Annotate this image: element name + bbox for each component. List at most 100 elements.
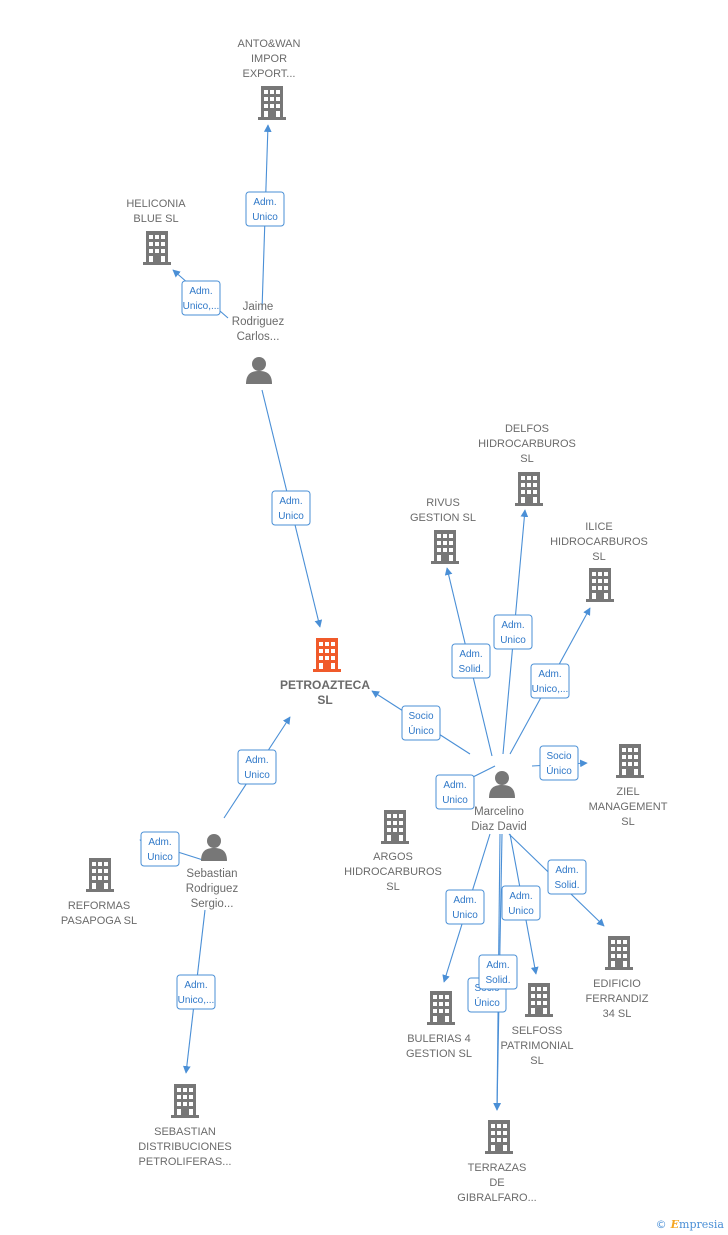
node-label: ARGOS <box>373 851 413 863</box>
edge-label[interactable]: Adm.Unico,... <box>530 663 570 699</box>
edge-label-box[interactable] <box>181 280 221 316</box>
node-label: Sebastian <box>186 868 237 880</box>
edge-label-text: Adm. <box>189 286 212 297</box>
edge-label-text: Socio <box>408 711 433 722</box>
edge-label-box[interactable] <box>401 705 441 741</box>
edge-label-text: Adm. <box>486 960 509 971</box>
edge-label-box[interactable] <box>435 774 475 810</box>
node-label: GESTION SL <box>406 1048 472 1060</box>
edge-label-box[interactable] <box>176 974 216 1010</box>
edge-label-box[interactable] <box>501 885 541 921</box>
building-icon[interactable] <box>515 472 543 506</box>
edge-label[interactable]: Adm.Solid. <box>478 954 518 990</box>
edge-label[interactable]: Adm.Unico <box>140 831 180 867</box>
building-icon[interactable] <box>427 991 455 1025</box>
edge-label-text: Solid. <box>458 664 483 675</box>
building-icon[interactable] <box>605 936 633 970</box>
building-icon[interactable] <box>525 983 553 1017</box>
edge-label[interactable]: Adm. Solid. <box>547 859 587 895</box>
edge-label-text: Unico,... <box>178 995 215 1006</box>
node-label: MANAGEMENT <box>589 801 668 813</box>
building-icon[interactable] <box>586 568 614 602</box>
node-antowan[interactable]: ANTO&WANIMPOREXPORT... <box>238 38 301 120</box>
edge-label-box[interactable] <box>530 663 570 699</box>
edge-label[interactable]: Adm.Unico,... <box>181 280 221 316</box>
node-label: ANTO&WAN <box>238 38 301 50</box>
building-icon[interactable] <box>258 86 286 120</box>
building-icon[interactable] <box>485 1120 513 1154</box>
edge-label-box[interactable] <box>547 859 587 895</box>
node-label: PATRIMONIAL <box>501 1040 574 1052</box>
edge-label-box[interactable] <box>445 889 485 925</box>
node-label: SL <box>530 1055 543 1067</box>
edge-label-text: Adm. <box>253 197 276 208</box>
edge-label-text: Unico <box>442 795 468 806</box>
node-label: REFORMAS <box>68 900 130 912</box>
edge-label-box[interactable] <box>493 614 533 650</box>
node-terrazas[interactable]: TERRAZASDEGIBRALFARO... <box>457 1120 537 1204</box>
node-sebastian[interactable]: SebastianRodriguezSergio... <box>186 834 239 910</box>
node-bulerias[interactable]: BULERIAS 4 GESTION SL <box>406 991 472 1060</box>
node-label: BULERIAS 4 <box>407 1033 471 1045</box>
edge-label-text: Único <box>546 764 572 777</box>
edge-label-box[interactable] <box>140 831 180 867</box>
edge-label[interactable]: Adm.Unico <box>501 885 541 921</box>
node-sebdist[interactable]: SEBASTIANDISTRIBUCIONESPETROLIFERAS... <box>138 1084 232 1168</box>
node-jaime[interactable]: JaimeRodriguezCarlos... <box>232 301 285 384</box>
edge-label-text: Adm. <box>459 649 482 660</box>
person-icon[interactable] <box>489 771 515 798</box>
building-icon[interactable] <box>143 231 171 265</box>
node-label: GIBRALFARO... <box>457 1192 536 1204</box>
edge-label[interactable]: Adm.Unico <box>245 191 285 227</box>
edge-label[interactable]: Adm.Unico <box>237 749 277 785</box>
building-icon[interactable] <box>431 530 459 564</box>
edge-label-box[interactable] <box>245 191 285 227</box>
building-icon[interactable] <box>381 810 409 844</box>
edge-label-box[interactable] <box>237 749 277 785</box>
edge-label-text: Adm. <box>453 895 476 906</box>
person-icon[interactable] <box>246 357 272 384</box>
edge-label-box[interactable] <box>478 954 518 990</box>
edge-label-box[interactable] <box>451 643 491 679</box>
node-label: Carlos... <box>237 331 280 343</box>
edge-label[interactable]: Adm.Unico <box>435 774 475 810</box>
node-label: GESTION SL <box>410 512 476 524</box>
edge-label[interactable]: Adm. Unico,... <box>176 974 216 1010</box>
edge-label-text: Adm. <box>555 865 578 876</box>
edge-label[interactable]: Adm.Unico <box>493 614 533 650</box>
building-icon[interactable] <box>616 744 644 778</box>
focus-building-icon[interactable] <box>313 638 341 672</box>
building-icon[interactable] <box>86 858 114 892</box>
node-label: SL <box>386 881 399 893</box>
edge-label-text: Único <box>408 724 434 737</box>
node-label: DISTRIBUCIONES <box>138 1141 232 1153</box>
edge-label[interactable]: Adm. Solid. <box>451 643 491 679</box>
edge-label-text: Solid. <box>554 880 579 891</box>
node-label: FERRANDIZ <box>586 993 649 1005</box>
node-label: SL <box>317 693 332 707</box>
edge-label-text: Adm. <box>279 496 302 507</box>
edge-label-box[interactable] <box>271 490 311 526</box>
edge-label-text: Adm. <box>184 980 207 991</box>
person-icon[interactable] <box>201 834 227 861</box>
edge-label[interactable]: Adm.Unico <box>271 490 311 526</box>
edge-label[interactable]: Adm. Unico <box>445 889 485 925</box>
edge-label-text: Unico <box>452 910 478 921</box>
edge-label-text: Adm. <box>501 620 524 631</box>
edge-label-box[interactable] <box>539 745 579 781</box>
building-icon[interactable] <box>171 1084 199 1118</box>
